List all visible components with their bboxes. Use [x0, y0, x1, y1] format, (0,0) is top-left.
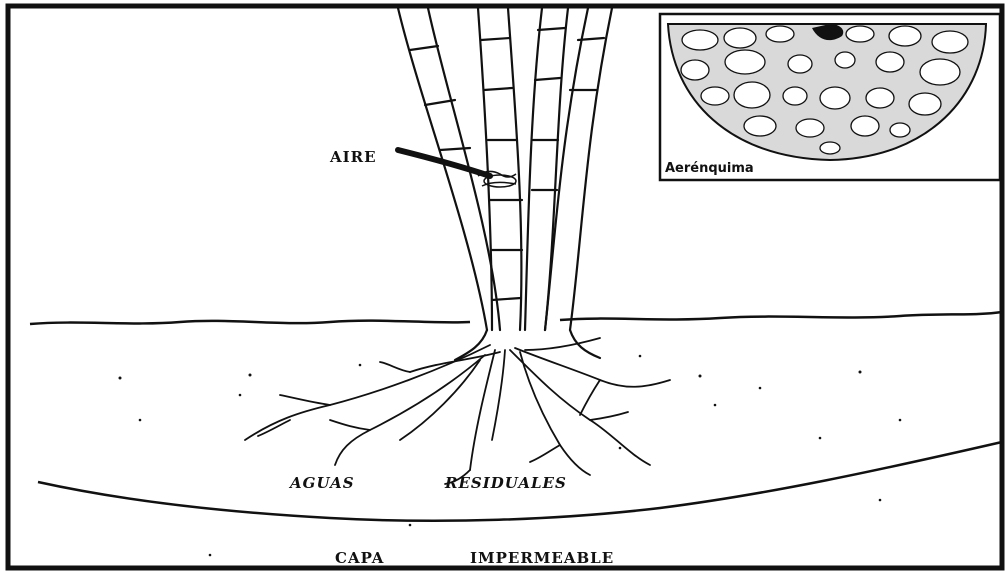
impermeable-layer-label-2: IMPERMEABLE	[470, 549, 614, 567]
plant-stems	[398, 8, 612, 360]
wastewater-label-1: AGUAS	[288, 474, 355, 492]
root-system	[245, 338, 670, 484]
soil-specks	[119, 355, 902, 557]
impermeable-layer-label-1: CAPA	[335, 549, 384, 567]
air-arrow	[398, 150, 516, 187]
soil-surface-line	[30, 312, 1002, 324]
aerenchyma-inset	[660, 14, 1000, 180]
air-label: AIRE	[329, 148, 377, 166]
wastewater-label-2: RESIDUALES	[444, 474, 567, 492]
aerenchyma-caption: Aerénquima	[665, 161, 754, 176]
